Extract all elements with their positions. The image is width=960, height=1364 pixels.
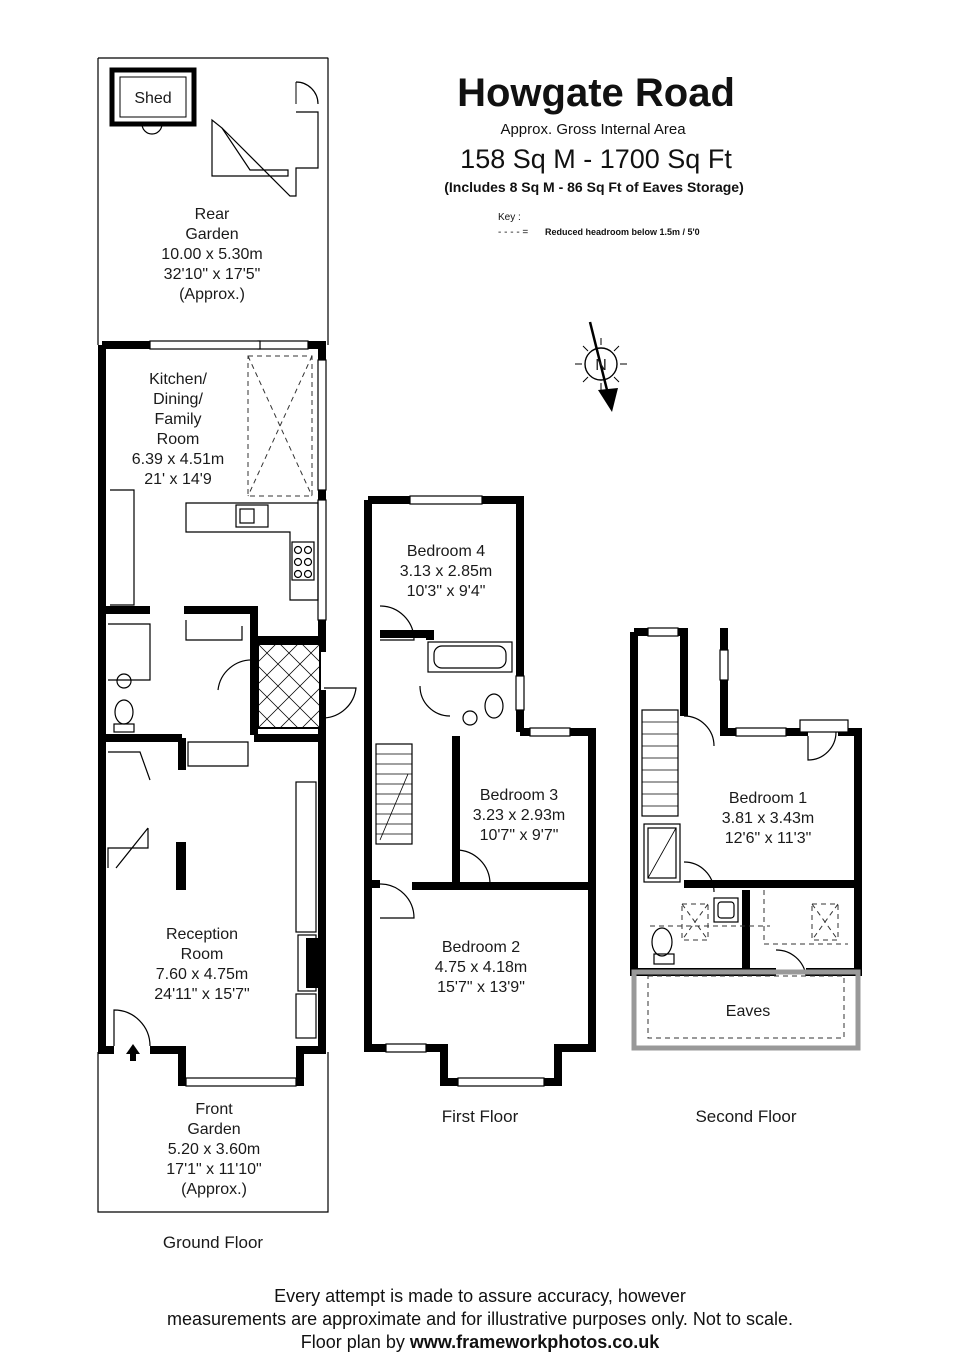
second-floor-plan: Bedroom 1 3.81 x 3.43m 12'6" x 11'3" Eav… (630, 627, 862, 1126)
front-garden-line-1: Front (195, 1101, 233, 1118)
header: Howgate Road Approx. Gross Internal Area… (444, 71, 744, 195)
reception-line-1: Reception (166, 926, 238, 943)
first-floor-plan: Bedroom 4 3.13 x 2.85m 10'3" x 9'4" Bedr… (364, 495, 596, 1126)
property-title: Howgate Road (457, 71, 735, 115)
bedroom2-label: Bedroom 2 4.75 x 4.18m 15'7" x 13'9" (435, 939, 528, 996)
footer-credit-prefix: Floor plan by (301, 1332, 410, 1352)
key-dash-symbol: - - - - = (498, 227, 528, 238)
kitchen-line-6: 21' x 14'9 (144, 471, 212, 488)
bedroom4-line-3: 10'3" x 9'4" (407, 583, 486, 600)
rear-garden-line-3: 10.00 x 5.30m (161, 246, 262, 263)
bedroom4-label: Bedroom 4 3.13 x 2.85m 10'3" x 9'4" (400, 543, 493, 600)
key-label: Key : (498, 212, 521, 223)
ground-floor-plan: Shed Rear Garden 10.00 x 5.30m 32'10" x … (97, 57, 357, 1252)
kitchen-line-3: Family (154, 411, 201, 428)
front-garden-line-4: 17'1" x 11'10" (166, 1161, 261, 1178)
compass-north-letter: N (595, 357, 607, 374)
kitchen-line-1: Kitchen/ (149, 371, 207, 388)
shed: Shed (109, 67, 197, 135)
rear-garden-line-5: (Approx.) (179, 286, 245, 303)
bedroom2-line-1: Bedroom 2 (442, 939, 520, 956)
bedroom3-line-3: 10'7" x 9'7" (480, 827, 559, 844)
shed-label: Shed (134, 90, 171, 107)
gross-area: 158 Sq M - 1700 Sq Ft (460, 144, 732, 174)
reception-label: Reception Room 7.60 x 4.75m 24'11" x 15'… (154, 926, 249, 1003)
rear-garden-line-2: Garden (185, 226, 238, 243)
kitchen-line-2: Dining/ (153, 391, 203, 408)
bedroom1-line-1: Bedroom 1 (729, 790, 807, 807)
footer-line-1: Every attempt is made to assure accuracy… (274, 1286, 686, 1306)
reception-line-3: 7.60 x 4.75m (156, 966, 249, 983)
bedroom3-line-1: Bedroom 3 (480, 787, 558, 804)
bedroom1-label: Bedroom 1 3.81 x 3.43m 12'6" x 11'3" (722, 790, 815, 847)
legend-key: Key : - - - - = Reduced headroom below 1… (498, 212, 700, 238)
second-floor-caption: Second Floor (695, 1107, 796, 1126)
bedroom1-line-2: 3.81 x 3.43m (722, 810, 815, 827)
bedroom3-line-2: 3.23 x 2.93m (473, 807, 566, 824)
eaves-label: Eaves (726, 1003, 770, 1020)
front-garden-line-2: Garden (187, 1121, 240, 1138)
reception-line-2: Room (181, 946, 224, 963)
bedroom3-label: Bedroom 3 3.23 x 2.93m 10'7" x 9'7" (473, 787, 566, 844)
footer: Every attempt is made to assure accuracy… (167, 1286, 793, 1352)
ground-floor-caption: Ground Floor (163, 1233, 263, 1252)
rear-garden-line-4: 32'10" x 17'5" (164, 266, 261, 283)
key-description: Reduced headroom below 1.5m / 5'0 (545, 227, 700, 237)
first-floor-caption: First Floor (442, 1107, 519, 1126)
kitchen-line-4: Room (157, 431, 200, 448)
footer-website-link[interactable]: www.frameworkphotos.co.uk (409, 1332, 660, 1352)
kitchen-line-5: 6.39 x 4.51m (132, 451, 225, 468)
footer-line-2: measurements are approximate and for ill… (167, 1309, 793, 1329)
rear-garden-label: Rear Garden 10.00 x 5.30m 32'10" x 17'5"… (161, 206, 262, 303)
front-garden-label: Front Garden 5.20 x 3.60m 17'1" x 11'10"… (166, 1101, 261, 1198)
bedroom4-line-1: Bedroom 4 (407, 543, 485, 560)
rear-garden-line-1: Rear (195, 206, 230, 223)
eaves-note: (Includes 8 Sq M - 86 Sq Ft of Eaves Sto… (444, 179, 744, 195)
bedroom4-line-2: 3.13 x 2.85m (400, 563, 493, 580)
front-garden-line-5: (Approx.) (181, 1181, 247, 1198)
kitchen-label: Kitchen/ Dining/ Family Room 6.39 x 4.51… (132, 371, 225, 488)
bedroom1-line-3: 12'6" x 11'3" (725, 830, 812, 847)
area-subtitle: Approx. Gross Internal Area (500, 121, 686, 138)
reception-line-4: 24'11" x 15'7" (154, 986, 249, 1003)
bedroom2-line-3: 15'7" x 13'9" (437, 979, 525, 996)
compass-icon: N (575, 321, 627, 412)
footer-line-3: Floor plan by www.frameworkphotos.co.uk (301, 1332, 660, 1352)
bedroom2-line-2: 4.75 x 4.18m (435, 959, 528, 976)
front-garden-line-3: 5.20 x 3.60m (168, 1141, 261, 1158)
